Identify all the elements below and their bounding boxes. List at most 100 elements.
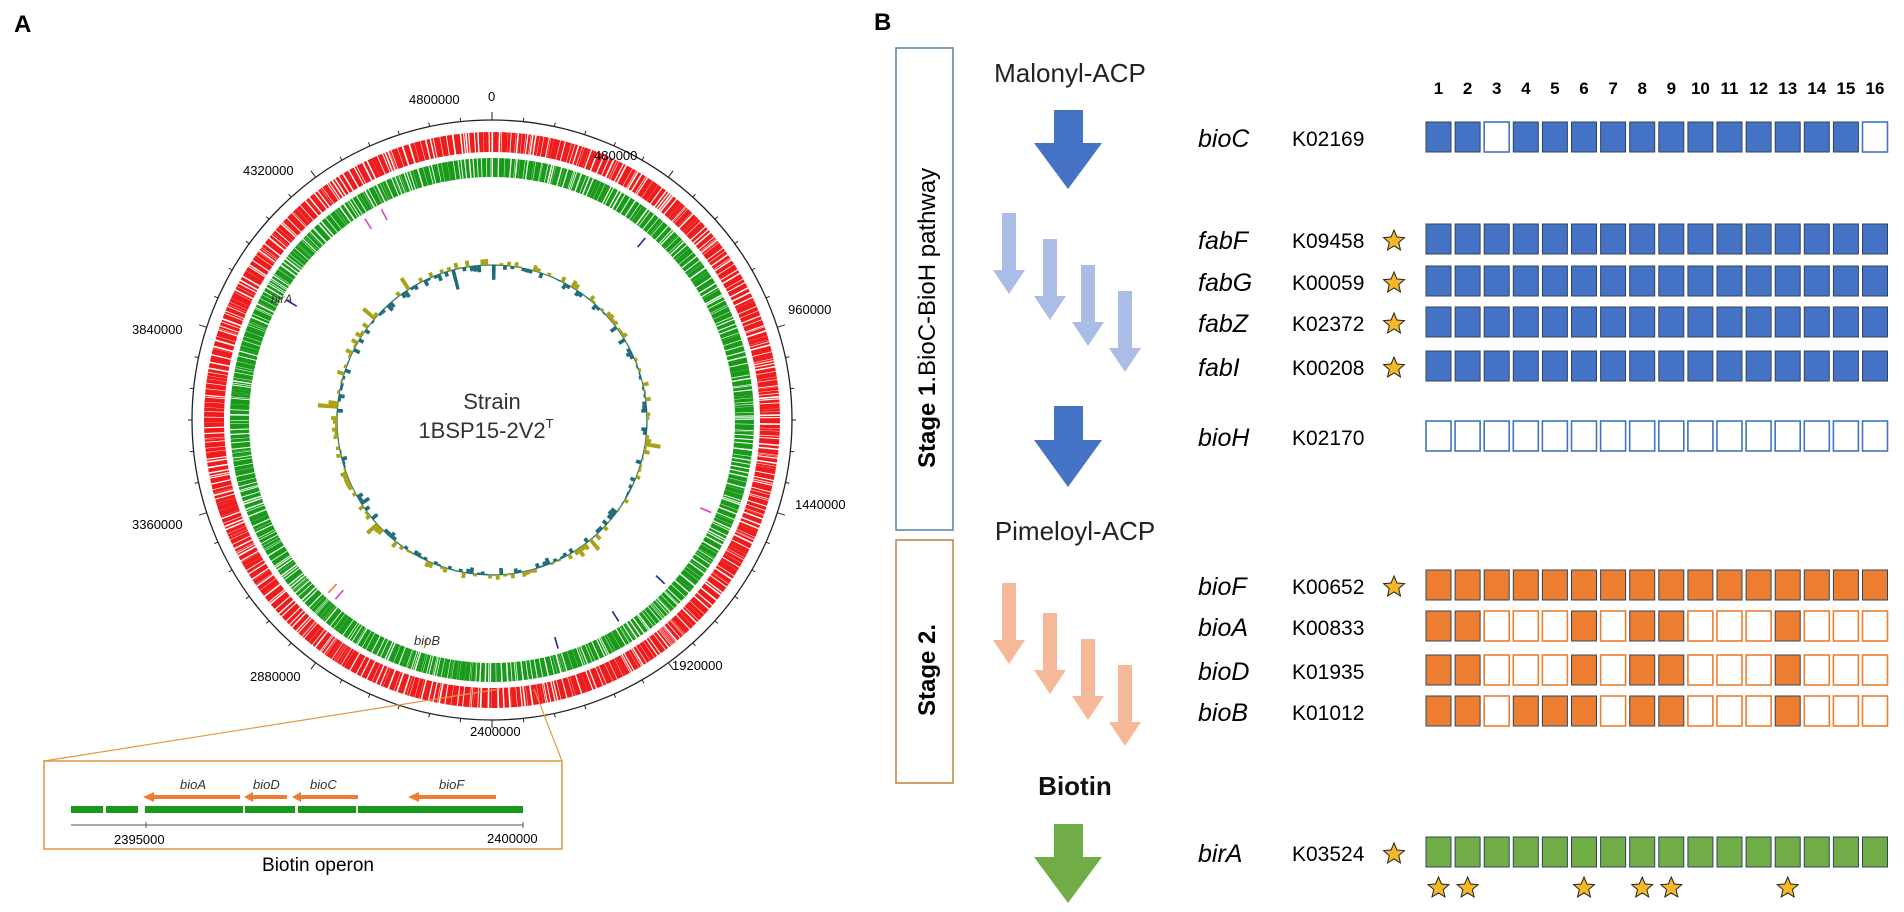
- cds-block-reverse: [657, 597, 672, 612]
- presence-cell: [1571, 695, 1597, 727]
- cds-block-forward: [248, 265, 266, 277]
- gc-skew-bar: [461, 572, 466, 579]
- cds-block-reverse: [727, 357, 748, 367]
- gc-skew-bar: [641, 379, 643, 383]
- cds-block-reverse: [728, 473, 748, 483]
- compound-biotin: Biotin: [1038, 771, 1112, 801]
- cds-block-reverse: [650, 603, 664, 619]
- presence-cell: [1716, 223, 1743, 255]
- gc-skew-bar: [568, 547, 574, 554]
- cds-block-forward: [730, 540, 750, 553]
- cds-block-reverse: [406, 649, 414, 668]
- cds-block-reverse: [720, 499, 740, 510]
- genome-tick: [667, 170, 674, 178]
- cds-block-forward: [701, 240, 718, 254]
- gc-skew-bar: [473, 265, 478, 272]
- cds-block-forward: [562, 677, 573, 698]
- genome-tick: [214, 295, 219, 299]
- gc-skew-bar: [624, 494, 628, 499]
- presence-cell: [1629, 836, 1656, 868]
- cds-block-forward: [273, 230, 291, 246]
- cds-block-reverse: [708, 527, 727, 539]
- gc-skew-bar: [607, 509, 616, 518]
- cds-block-reverse: [661, 591, 678, 609]
- reverse-cds-track: [230, 158, 754, 682]
- cds-block-forward: [430, 138, 437, 159]
- cds-block-reverse: [259, 531, 278, 544]
- cds-block-reverse: [556, 653, 563, 673]
- cds-block-reverse: [619, 626, 631, 643]
- cds-block-reverse: [732, 448, 753, 457]
- cds-block-forward: [752, 352, 774, 363]
- cds-block-forward: [213, 347, 233, 354]
- cds-block-reverse: [402, 648, 413, 668]
- gc-skew-bar: [556, 279, 561, 282]
- presence-cell: [1745, 695, 1772, 727]
- cds-block-forward: [478, 132, 484, 153]
- cds-block-forward: [699, 237, 716, 252]
- operon-gene-bioC: bioC: [310, 777, 337, 792]
- cds-block-reverse: [288, 573, 305, 587]
- presence-cell: [1629, 121, 1656, 153]
- gc-skew-bar: [495, 264, 500, 266]
- column-header: 7: [1608, 79, 1617, 98]
- cds-block-forward: [758, 385, 779, 390]
- cds-block-reverse: [651, 222, 668, 240]
- tick-2400000: 2400000: [470, 724, 521, 739]
- gc-skew-bar: [342, 474, 349, 481]
- gc-skew-bar: [333, 434, 339, 440]
- gc-skew-bar: [574, 290, 581, 297]
- cds-block-forward: [635, 176, 647, 195]
- gc-skew-bar: [635, 474, 641, 480]
- presence-cell: [1745, 610, 1772, 642]
- cds-block-forward: [227, 526, 247, 537]
- gc-skew-bar: [416, 552, 422, 558]
- genome-tick: [765, 541, 770, 545]
- panel-a-label: A: [14, 11, 31, 38]
- gc-skew-bar: [601, 519, 609, 526]
- cds-block-forward: [711, 255, 731, 270]
- presence-cell: [1745, 223, 1772, 255]
- cds-block-reverse: [670, 242, 687, 258]
- presence-cell: [1716, 306, 1743, 338]
- cds-block-reverse: [684, 260, 702, 274]
- cds-block-reverse: [244, 498, 264, 509]
- feature-marker: [611, 610, 620, 622]
- cds-block-forward: [536, 683, 544, 705]
- step-arrow: [1072, 639, 1104, 720]
- cds-block-reverse: [526, 160, 534, 181]
- gc-skew-bar: [371, 320, 375, 325]
- gc-skew-bar: [495, 574, 500, 580]
- presence-cell: [1629, 265, 1656, 297]
- operon-scale-end: 2400000: [487, 831, 538, 846]
- gc-skew-bar: [617, 338, 626, 345]
- presence-cell: [1658, 420, 1685, 452]
- gc-skew-bar: [525, 570, 531, 576]
- cds-block-forward: [335, 176, 349, 196]
- cds-block-forward: [275, 227, 293, 244]
- genome-tick: [428, 122, 431, 127]
- cds-block-forward: [759, 411, 780, 415]
- cds-block-forward: [671, 615, 690, 634]
- cds-block-reverse: [715, 316, 734, 327]
- cds-block-reverse: [232, 451, 252, 457]
- cds-block-reverse: [605, 188, 618, 207]
- gc-skew-bar: [629, 476, 636, 482]
- presence-cell: [1774, 306, 1801, 338]
- cds-block-reverse: [262, 291, 281, 304]
- cds-block-forward: [470, 687, 473, 708]
- cds-block-reverse: [559, 168, 568, 188]
- cds-block-reverse: [412, 168, 423, 189]
- presence-cell: [1483, 836, 1510, 868]
- cds-block-forward: [217, 499, 238, 511]
- cds-block-forward: [759, 428, 780, 432]
- operon-box: [43, 760, 563, 850]
- cds-block-reverse: [708, 300, 728, 313]
- cds-block-forward: [756, 371, 777, 380]
- cds-block-forward: [664, 623, 680, 641]
- genome-tick: [367, 142, 371, 147]
- presence-cell: [1832, 695, 1860, 727]
- cds-block-reverse: [333, 613, 349, 632]
- cds-block-reverse: [606, 631, 621, 652]
